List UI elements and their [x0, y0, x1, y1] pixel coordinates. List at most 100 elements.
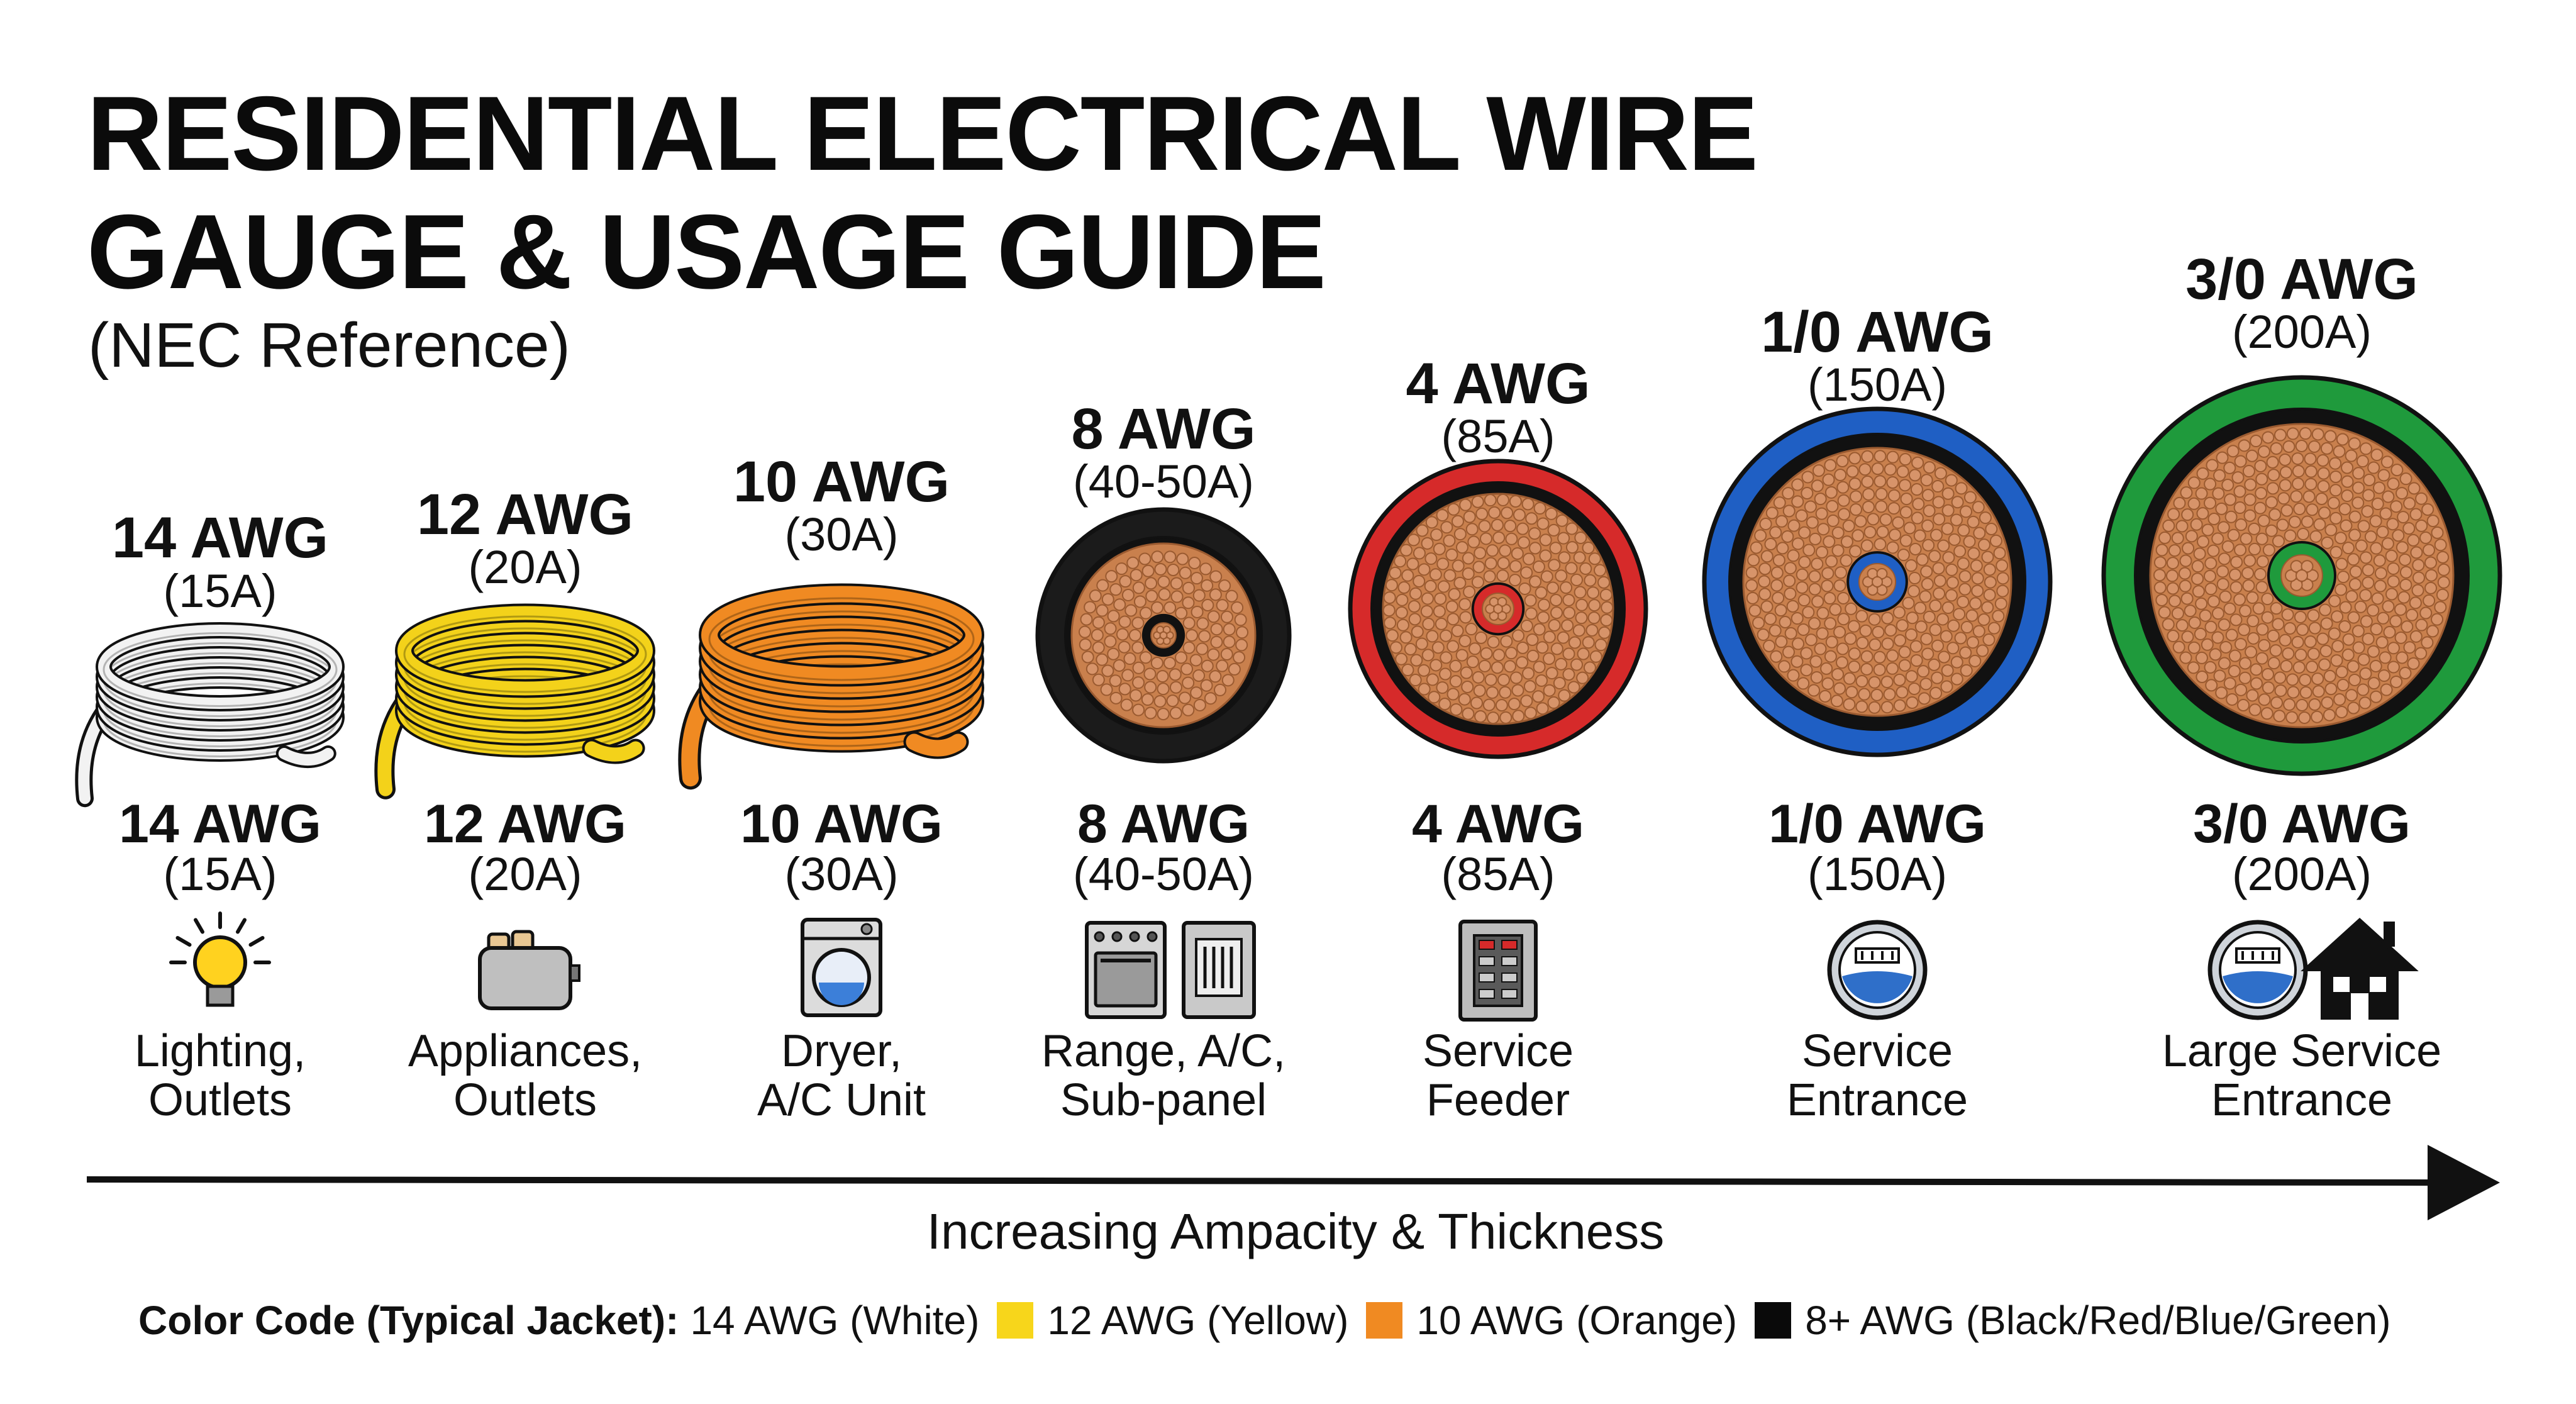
- copper-strand: [2211, 532, 2224, 545]
- copper-strand: [1855, 700, 1868, 713]
- copper-strand: [1873, 663, 1886, 676]
- panel-breaker: [1479, 972, 1495, 983]
- copper-strand: [2248, 703, 2262, 716]
- copper-strand: [2380, 683, 2393, 696]
- copper-strand: [2380, 455, 2394, 469]
- copper-strand: [1167, 564, 1180, 577]
- copper-strand: [1144, 681, 1157, 694]
- arrow-head: [2428, 1145, 2500, 1220]
- copper-strand: [1929, 599, 1942, 613]
- copper-strand: [2319, 644, 2333, 657]
- copper-strand: [1520, 566, 1533, 579]
- core-strand: [1876, 568, 1888, 579]
- copper-strand: [2296, 623, 2309, 637]
- copper-strand: [1143, 667, 1157, 681]
- copper-strand: [1557, 631, 1570, 644]
- copper-strand: [2196, 507, 2209, 520]
- copper-strand: [2357, 520, 2370, 533]
- copper-strand: [2274, 684, 2287, 697]
- top-amp-label-14: (15A): [163, 565, 277, 617]
- copper-strand: [1941, 664, 1954, 677]
- copper-strand: [1128, 628, 1141, 642]
- copper-strand: [1977, 538, 1990, 552]
- copper-strand: [2324, 682, 2338, 696]
- copper-strand: [1852, 529, 1865, 542]
- copper-strand: [1516, 656, 1529, 669]
- copper-strand: [1170, 590, 1184, 603]
- legend-lead: Color Code (Typical Jacket):: [138, 1298, 679, 1343]
- copper-strand: [2370, 690, 2383, 703]
- copper-strand: [1945, 563, 1958, 576]
- copper-strand: [1804, 500, 1817, 513]
- copper-strand: [1861, 450, 1874, 463]
- copper-strand: [1176, 552, 1189, 566]
- copper-strand: [1207, 648, 1220, 661]
- copper-strand: [1908, 572, 1921, 585]
- copper-strand: [2229, 613, 2243, 627]
- bulb-ray: [236, 918, 247, 934]
- copper-strand: [2406, 608, 2419, 621]
- copper-strand: [1826, 499, 1839, 513]
- range-knob: [1094, 931, 1105, 942]
- copper-strand: [1588, 599, 1601, 612]
- copper-strand: [1746, 591, 1759, 604]
- copper-strand: [1121, 588, 1135, 601]
- copper-strand: [1465, 623, 1478, 636]
- copper-strand: [2399, 566, 2412, 579]
- copper-strand: [2434, 538, 2447, 552]
- copper-strand: [1429, 568, 1442, 581]
- copper-strand: [1436, 681, 1449, 694]
- copper-strand: [2246, 689, 2259, 702]
- toaster-lever: [569, 964, 580, 982]
- copper-strand: [1945, 589, 1958, 602]
- copper-strand: [1583, 661, 1596, 674]
- copper-strand: [2415, 519, 2428, 532]
- copper-strand: [2205, 679, 2218, 692]
- copper-strand: [2287, 686, 2300, 699]
- copper-strand: [1908, 469, 1921, 482]
- copper-strand: [2266, 455, 2279, 469]
- copper-strand: [1887, 502, 1901, 515]
- copper-strand: [1507, 698, 1521, 711]
- copper-strand: [2253, 501, 2267, 515]
- copper-strand: [1216, 599, 1229, 612]
- copper-strand: [1220, 610, 1233, 623]
- copper-strand: [1485, 686, 1499, 699]
- copper-strand: [1453, 576, 1467, 589]
- copper-strand: [1963, 491, 1977, 504]
- copper-strand: [1565, 522, 1579, 535]
- copper-strand: [2370, 448, 2384, 462]
- copper-strand: [2230, 555, 2243, 569]
- copper-strand: [1539, 549, 1552, 562]
- copper-strand: [1996, 584, 2009, 598]
- copper-strand: [1958, 582, 1972, 596]
- copper-strand: [2323, 708, 2336, 722]
- house-icon: [2301, 917, 2419, 1020]
- copper-strand: [1182, 641, 1196, 654]
- copper-strand: [2201, 523, 2214, 537]
- copper-strand: [1182, 596, 1195, 610]
- copper-strand: [1757, 628, 1770, 641]
- copper-strand: [1921, 519, 1935, 532]
- copper-strand: [2367, 677, 2380, 690]
- copper-strand: [1589, 650, 1602, 663]
- copper-strand: [1466, 655, 1479, 669]
- copper-strand: [1413, 575, 1426, 588]
- copper-strand: [2336, 433, 2349, 446]
- copper-strand: [1824, 617, 1837, 630]
- copper-strand: [1385, 579, 1398, 592]
- copper-strand: [1764, 538, 1777, 551]
- copper-strand: [2279, 633, 2292, 647]
- copper-strand: [1425, 516, 1438, 529]
- copper-strand: [1770, 650, 1783, 663]
- copper-strand: [1497, 673, 1510, 686]
- copper-strand: [2328, 627, 2341, 640]
- usage-line-1: Range, A/C,: [1041, 1026, 1286, 1076]
- copper-strand: [2270, 696, 2284, 710]
- copper-strand: [2348, 673, 2362, 686]
- copper-strand: [1189, 654, 1202, 667]
- copper-strand: [1950, 655, 1963, 669]
- copper-strand: [1529, 575, 1542, 588]
- copper-strand: [1468, 642, 1482, 655]
- copper-strand: [1796, 581, 1809, 594]
